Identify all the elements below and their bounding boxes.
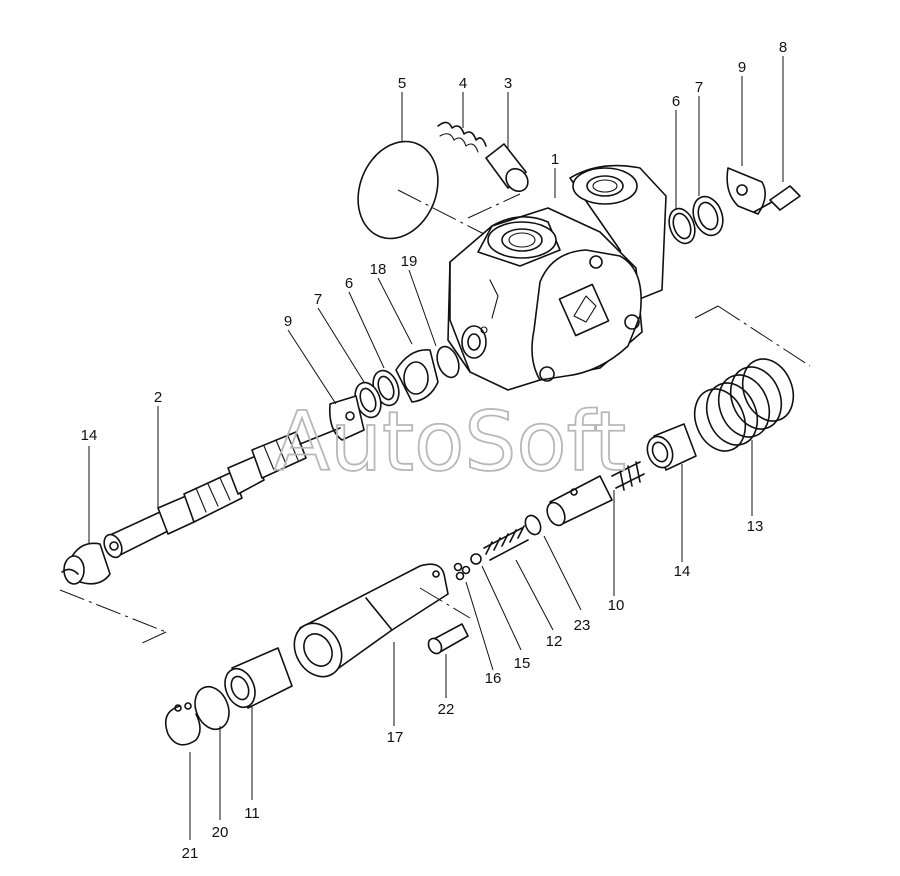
- callout-9-top: 9: [738, 59, 746, 76]
- balls-part-16: [453, 562, 471, 581]
- stopper-part-10: [546, 461, 645, 527]
- spring-part-12: [483, 525, 529, 561]
- callout-16: 16: [485, 670, 502, 687]
- callout-6-top: 6: [672, 93, 680, 110]
- nut-part-11: [224, 647, 293, 709]
- center-lines: [59, 189, 811, 645]
- callout-4: 4: [459, 75, 467, 92]
- backup-ring-part-7-top: [692, 195, 724, 237]
- callout-15: 15: [514, 655, 531, 672]
- callout-14-left: 14: [81, 427, 98, 444]
- callout-6-left: 6: [345, 275, 353, 292]
- callout-7-left: 7: [314, 291, 322, 308]
- ring-part-19: [436, 345, 460, 379]
- spring-part-4: [437, 121, 487, 153]
- watermark: AutoSoft: [274, 395, 626, 490]
- callout-11: 11: [244, 805, 260, 822]
- callout-17: 17: [387, 729, 404, 746]
- ball-part-23: [524, 514, 542, 536]
- callout-12: 12: [546, 633, 563, 650]
- cap-part-14-right: [646, 423, 697, 471]
- callout-9-left: 9: [284, 313, 292, 330]
- callout-10: 10: [608, 597, 625, 614]
- backup-ring-part-7-left: [354, 381, 382, 419]
- callout-23: 23: [574, 617, 591, 634]
- callout-20: 20: [212, 824, 229, 841]
- callout-7-top: 7: [695, 79, 703, 96]
- housing-part-17: [293, 563, 449, 678]
- callout-1: 1: [551, 151, 559, 168]
- callout-13: 13: [747, 518, 764, 535]
- flange-part-18: [395, 349, 439, 403]
- callout-21: 21: [182, 845, 199, 862]
- callout-14-right: 14: [674, 563, 691, 580]
- plug-part-3: [485, 143, 529, 193]
- callout-2: 2: [154, 389, 162, 406]
- valve-body-part-1: [447, 164, 667, 391]
- ball-part-15: [470, 553, 482, 565]
- cap-part-14-left: [61, 542, 111, 585]
- leader-lines: [88, 56, 784, 840]
- callout-8: 8: [779, 39, 787, 56]
- bolt-part-8: [753, 185, 801, 213]
- callout-5: 5: [398, 75, 406, 92]
- flange-part-9-top: [726, 167, 766, 215]
- snap-ring-part-21: [164, 702, 201, 746]
- callout-19: 19: [401, 253, 418, 270]
- callout-22: 22: [438, 701, 455, 718]
- spool-part-2: [103, 427, 341, 559]
- callout-3: 3: [504, 75, 512, 92]
- callout-18: 18: [370, 261, 387, 278]
- bolt-part-22: [427, 623, 469, 655]
- callout-labels: 1 2 3 4 5 6 7 9 8 18 19 6 7 9 14 13 14 1…: [81, 39, 788, 862]
- spring-part-13: [693, 358, 795, 452]
